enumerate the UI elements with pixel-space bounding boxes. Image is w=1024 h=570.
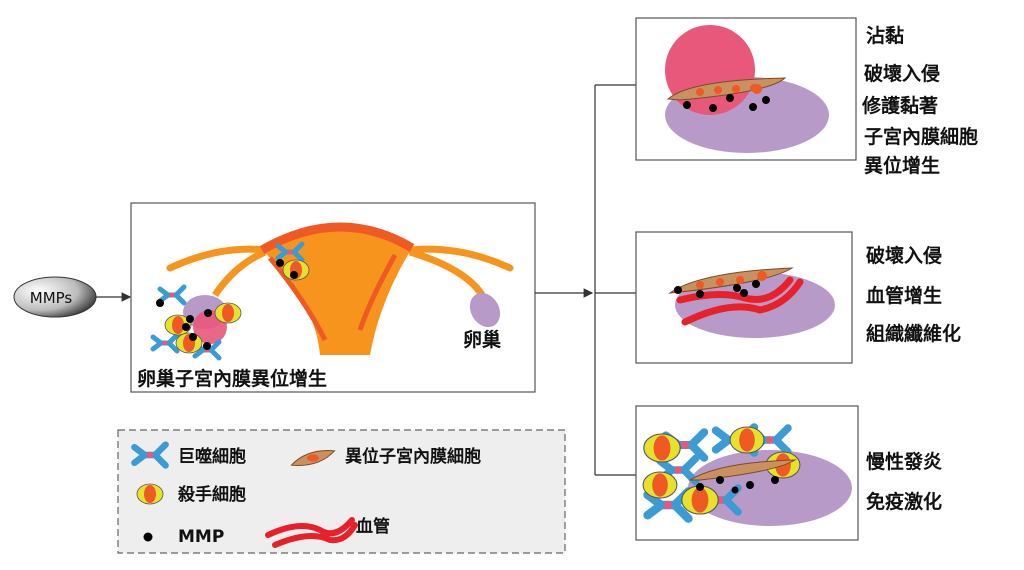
legend: 巨噬細胞 異位子宮內膜細胞 殺手細胞 MMP 血管: [117, 429, 566, 554]
mmp-dot-icon: [143, 532, 153, 542]
outcome-label: 破壞入侵: [864, 62, 940, 85]
legend-vessel: 血管: [356, 516, 390, 537]
mmp-dots: [156, 259, 298, 350]
legend-macrophage: 巨噬細胞: [178, 446, 246, 467]
outcome-label: 慢性發炎: [866, 450, 942, 473]
outcome-panel-angiogenesis: [635, 231, 853, 364]
ovary-label: 卵巢: [463, 328, 502, 351]
outcome-labels-3: 慢性發炎 免疫激化: [866, 450, 942, 513]
outcome-label: 血管增生: [866, 284, 942, 307]
nk-cell-icon: [136, 483, 164, 505]
mmps-label: MMPs: [30, 289, 73, 307]
nk-cell-icon: [175, 332, 203, 354]
uterus-illustration: [153, 222, 514, 358]
outcome-label: 組織纖維化: [866, 322, 961, 345]
outcome-label: 子宮內膜細胞: [864, 125, 978, 148]
outcome-label: 修護黏著: [861, 94, 938, 117]
main-caption: 卵巢子宮內膜異位增生: [137, 367, 327, 390]
legend-mmp: MMP: [178, 527, 224, 547]
outcome-label: 異位增生: [864, 154, 940, 177]
mmps-node: MMPs: [13, 276, 97, 318]
legend-ectopic-cell: 異位子宮內膜細胞: [345, 446, 481, 467]
outcome-panel-inflammation: [635, 405, 859, 541]
legend-nk-cell: 殺手細胞: [177, 484, 246, 505]
outcome-panel-adhesion: [635, 17, 857, 161]
right-ovary: [469, 292, 501, 328]
outcome-label: 沾黏: [866, 24, 904, 47]
blood-vessel-icon: [265, 517, 358, 548]
outcome-label: 免疫激化: [866, 490, 942, 513]
nk-cell-icon: [214, 302, 242, 324]
outcome-label: 破壞入侵: [866, 244, 942, 267]
outcome-labels-2: 破壞入侵 血管增生 組織纖維化: [866, 244, 961, 345]
branch-connectors: [535, 84, 636, 476]
outcome-labels-1: 沾黏 破壞入侵 修護黏著 子宮內膜細胞 異位增生: [861, 24, 978, 177]
main-panel: 卵巢子宮內膜異位增生 卵巢: [130, 202, 536, 393]
